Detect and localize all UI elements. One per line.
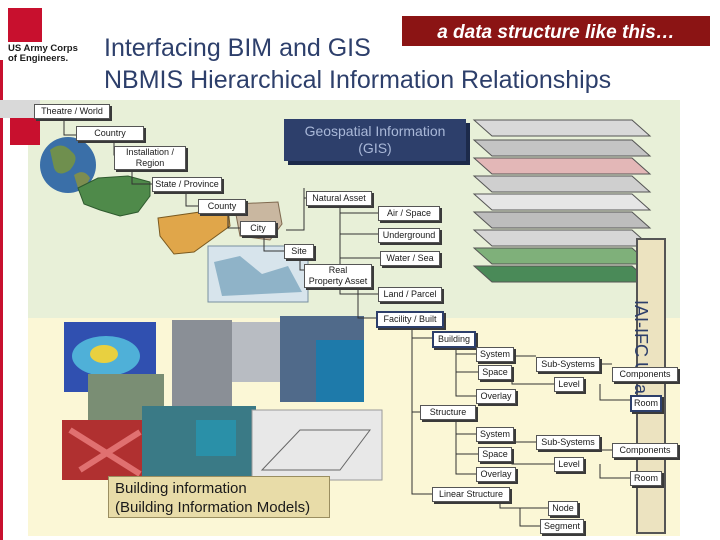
node-node: Node <box>548 501 578 516</box>
node-air-space: Air / Space <box>378 206 440 221</box>
node-room-1: Room <box>630 395 662 412</box>
bim-label-line-2: (Building Information Models) <box>115 499 311 516</box>
slide-title: Interfacing BIM and GIS <box>104 34 371 62</box>
node-structure: Structure <box>420 405 476 420</box>
corps-castle-logo <box>8 8 42 42</box>
node-installation-line-1: Installation / <box>125 147 175 157</box>
node-country: Country <box>76 126 144 141</box>
node-state-province: State / Province <box>152 177 222 192</box>
logo-line-1: US Army Corps <box>8 43 78 54</box>
node-subsystems-1: Sub-Systems <box>536 357 600 372</box>
node-real-line-1: Real <box>328 265 348 275</box>
bim-label-line-1: Building information <box>115 480 247 497</box>
node-facility-built: Facility / Built <box>376 311 444 328</box>
hierarchy-connectors <box>63 120 630 527</box>
gis-label-line-2: (GIS) <box>358 140 392 156</box>
node-real-line-2: Property Asset <box>308 276 368 286</box>
slide-subtitle: NBMIS Hierarchical Information Relations… <box>104 66 612 94</box>
node-theatre-world: Theatre / World <box>34 104 110 119</box>
node-subsystems-2: Sub-Systems <box>536 435 600 450</box>
gis-layer-stack <box>472 119 652 283</box>
node-linear-structure: Linear Structure <box>432 487 510 502</box>
gis-label-box: Geospatial Information (GIS) <box>284 119 466 161</box>
node-county: County <box>198 199 246 214</box>
node-city: City <box>240 221 276 236</box>
node-space-2: Space <box>478 447 512 462</box>
node-system-2: System <box>476 427 514 442</box>
bim-label-box: Building information (Building Informati… <box>108 476 330 518</box>
node-system-1: System <box>476 347 514 362</box>
red-decor-square <box>10 115 40 145</box>
node-installation-region: Installation / Region <box>114 146 186 170</box>
node-room-2: Room <box>630 471 662 486</box>
callout-banner: a data structure like this… <box>400 14 712 48</box>
bim-photo-collage <box>62 316 383 481</box>
node-space-1: Space <box>478 365 512 380</box>
node-real-property-asset: Real Property Asset <box>304 264 372 288</box>
node-water-sea: Water / Sea <box>380 251 440 266</box>
left-accent-bar <box>0 60 3 540</box>
node-installation-line-2: Region <box>135 158 165 168</box>
node-level-1: Level <box>554 377 584 392</box>
node-components-2: Components <box>612 443 678 458</box>
node-overlay-2: Overlay <box>476 467 516 482</box>
node-segment: Segment <box>540 519 584 534</box>
node-natural-asset: Natural Asset <box>306 191 372 206</box>
gray-decor-bar <box>0 100 40 118</box>
corps-name-text: US Army Corps of Engineers. <box>8 44 88 64</box>
node-site: Site <box>284 244 314 259</box>
node-components-1: Components <box>612 367 678 382</box>
node-underground: Underground <box>378 228 440 243</box>
node-overlay-1: Overlay <box>476 389 516 404</box>
node-building: Building <box>432 331 476 348</box>
node-land-parcel: Land / Parcel <box>378 287 442 302</box>
us-map-image <box>77 175 151 217</box>
logo-line-2: of Engineers. <box>8 53 69 64</box>
node-level-2: Level <box>554 457 584 472</box>
gis-label-line-1: Geospatial Information <box>304 123 446 139</box>
